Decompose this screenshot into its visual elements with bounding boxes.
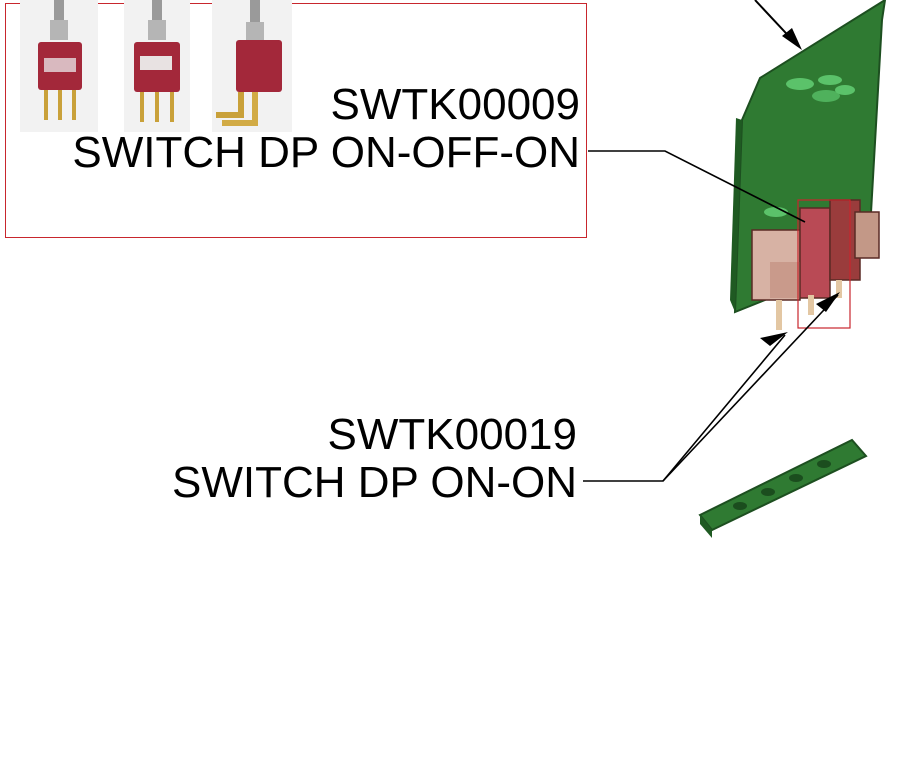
callout-description-2: SWITCH DP ON-ON: [172, 458, 577, 507]
pcb-strip: [698, 438, 868, 532]
switch-highlight-box: [797, 199, 851, 329]
callout-description-1: SWITCH DP ON-OFF-ON: [72, 128, 580, 177]
pcb-board-edge: [730, 118, 742, 312]
board-components: [764, 75, 855, 217]
callout-part-number-2: SWTK00019: [327, 410, 577, 459]
leader-swtk00019-branch: [662, 294, 839, 482]
pcb-strip-edge: [700, 515, 712, 538]
arrowhead-swtk00019-a: [760, 332, 788, 346]
arrowhead-swtk00019-b: [816, 292, 840, 312]
switch-row: [751, 199, 880, 330]
arrowhead-top: [782, 28, 802, 50]
strip-holes: [733, 460, 831, 510]
swtk00009-callout-box: [5, 3, 587, 238]
callout-part-number-1: SWTK00009: [330, 80, 580, 129]
photo-straight-toggle-switch-alt: [124, 0, 190, 132]
photo-right-angle-toggle-switch: [212, 0, 292, 132]
leader-swtk00009: [588, 150, 806, 223]
photo-straight-toggle-switch: [20, 0, 98, 132]
